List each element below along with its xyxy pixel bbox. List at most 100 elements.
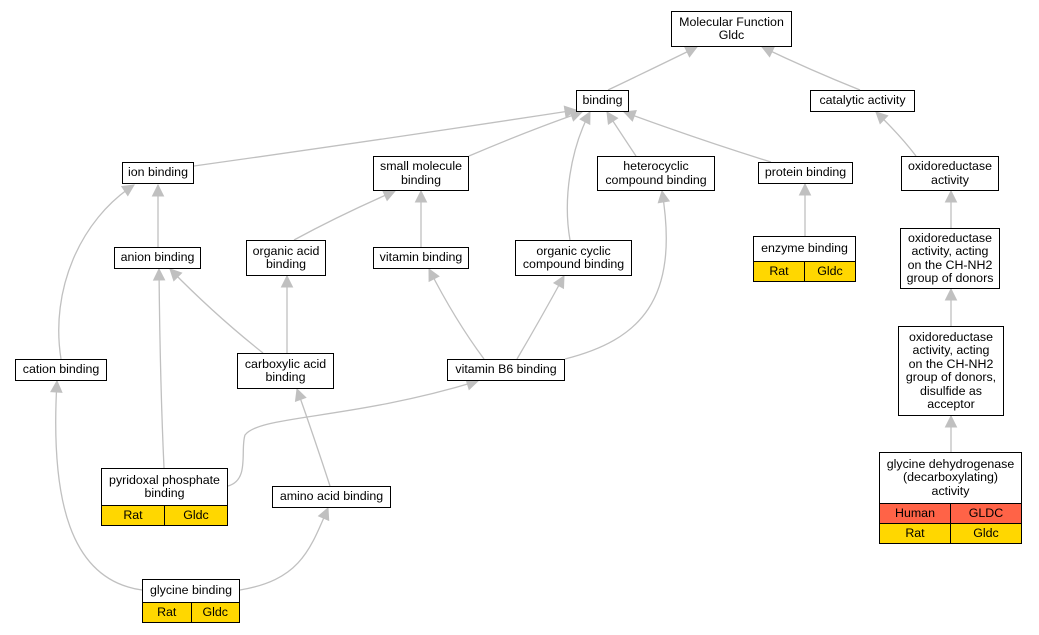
go-term-label: enzyme binding: [761, 241, 848, 256]
go-term-vitb6[interactable]: vitamin B6 binding: [447, 359, 565, 381]
arrowhead-vitb: [414, 189, 428, 203]
go-term-label: Molecular Function Gldc: [679, 14, 784, 42]
arrowhead-oxact: [875, 111, 889, 125]
species-cell: Rat: [123, 508, 143, 522]
arrowhead-vitb6b: [552, 275, 565, 290]
go-term-mf[interactable]: Molecular Function Gldc: [671, 11, 792, 47]
go-term-label: glycine binding: [150, 583, 232, 598]
edge-amino: [296, 388, 331, 487]
annotation-row: Human GLDC: [880, 503, 1021, 523]
go-term-label: small molecule binding: [380, 159, 462, 187]
edge-prot: [623, 111, 772, 163]
gene-cell: Gldc: [190, 603, 240, 622]
edge-smol: [468, 111, 583, 157]
go-term-ox3[interactable]: oxidoreductase activity, acting on the C…: [898, 326, 1004, 416]
go-term-catact[interactable]: catalytic activity: [810, 90, 915, 112]
annotation-row: Rat Gldc: [754, 261, 855, 281]
arrowhead-ox2: [944, 189, 958, 203]
edge-vitb6c: [564, 190, 667, 360]
gene-cell: Gldc: [164, 506, 227, 525]
edge-catact: [761, 46, 861, 91]
annotation-row: Rat Gldc: [102, 505, 227, 525]
edge-orgacid: [293, 190, 396, 241]
edge-glyb1: [55, 380, 143, 591]
arrowhead-vitb6c: [657, 189, 671, 204]
go-term-vitb[interactable]: vitamin binding: [373, 247, 469, 269]
arrowhead-cation: [120, 184, 135, 197]
edge-vitb6b: [516, 275, 565, 360]
go-term-orgcyc[interactable]: organic cyclic compound binding: [515, 240, 632, 276]
go-term-binding[interactable]: binding: [576, 90, 629, 112]
go-term-prot[interactable]: protein binding: [758, 162, 853, 184]
go-term-smol[interactable]: small molecule binding: [373, 156, 469, 191]
go-term-ion[interactable]: ion binding: [122, 162, 194, 184]
arrowhead-binding: [683, 46, 699, 58]
edge-ion: [193, 109, 577, 167]
go-term-label: ion binding: [128, 165, 188, 180]
go-term-ox2[interactable]: oxidoreductase activity, acting on the C…: [900, 228, 1000, 289]
go-term-oxact[interactable]: oxidoreductase activity: [901, 156, 999, 191]
go-term-label: vitamin binding: [379, 250, 463, 265]
arrowhead-anion: [151, 183, 165, 197]
go-term-label: glycine dehydrogenase (decarboxylating) …: [886, 456, 1015, 498]
go-term-label: oxidoreductase activity: [907, 159, 993, 187]
go-term-hetero[interactable]: heterocyclic compound binding: [597, 156, 715, 191]
arrowhead-glydh: [944, 414, 958, 428]
edge-binding: [607, 46, 698, 91]
annotation-row: Rat Gldc: [143, 602, 239, 622]
go-term-label: anion binding: [120, 250, 195, 265]
go-term-cation[interactable]: cation binding: [15, 359, 107, 381]
species-cell: Rat: [905, 526, 925, 540]
go-term-label: amino acid binding: [279, 489, 384, 504]
arrowhead-amino: [294, 387, 307, 402]
go-term-label: protein binding: [764, 165, 847, 180]
go-term-carbox[interactable]: carboxylic acid binding: [237, 353, 334, 389]
go-term-label: binding: [582, 93, 623, 108]
go-term-label: cation binding: [22, 362, 100, 377]
gene-cell: Gldc: [950, 524, 1021, 543]
edge-vitb6a: [428, 268, 485, 360]
go-term-anion[interactable]: anion binding: [114, 247, 201, 269]
arrowhead-enz: [798, 182, 812, 196]
arrowhead-glyb2: [317, 506, 330, 522]
go-term-label: pyridoxal phosphate binding: [109, 472, 220, 500]
edge-orgcyc: [566, 111, 591, 241]
gene-cell: Gldc: [804, 262, 855, 281]
go-term-amino[interactable]: amino acid binding: [272, 486, 391, 508]
go-term-label: organic cyclic compound binding: [522, 243, 625, 271]
go-term-orgacid[interactable]: organic acid binding: [246, 240, 326, 276]
arrowhead-prot: [622, 110, 637, 122]
arrowhead-glyb1: [50, 379, 63, 393]
go-term-label: catalytic activity: [819, 93, 906, 108]
edge-cation: [58, 184, 135, 360]
species-cell: Rat: [157, 605, 177, 619]
arrowhead-vitb6a: [428, 268, 440, 283]
go-term-glydh[interactable]: glycine dehydrogenase (decarboxylating) …: [879, 452, 1022, 544]
gene-cell: GLDC: [950, 504, 1021, 523]
go-term-label: oxidoreductase activity, acting on the C…: [906, 230, 994, 285]
go-term-label: oxidoreductase activity, acting on the C…: [905, 329, 997, 411]
go-term-label: organic acid binding: [252, 243, 320, 271]
species-cell: Human: [895, 506, 935, 520]
arrowhead-catact: [760, 46, 776, 58]
arrowhead-smol: [569, 109, 584, 122]
arrowhead-orgacid: [381, 189, 397, 202]
arrowhead-hetero: [606, 111, 619, 126]
arrowhead-carbox1: [169, 268, 183, 282]
arrowhead-pyrid1: [152, 267, 166, 281]
go-term-label: carboxylic acid binding: [244, 356, 327, 384]
annotation-row: Rat Gldc: [880, 523, 1021, 543]
arrowhead-ox3: [944, 287, 958, 301]
species-cell: Rat: [769, 264, 789, 278]
go-term-label: heterocyclic compound binding: [605, 159, 707, 187]
edge-carbox1: [169, 268, 264, 354]
edge-pyrid1: [158, 268, 165, 469]
arrowhead-orgcyc: [579, 111, 591, 126]
edge-glyb2: [239, 507, 329, 591]
edge-pyrid2: [227, 380, 479, 487]
arrowhead-carbox2: [280, 274, 294, 288]
